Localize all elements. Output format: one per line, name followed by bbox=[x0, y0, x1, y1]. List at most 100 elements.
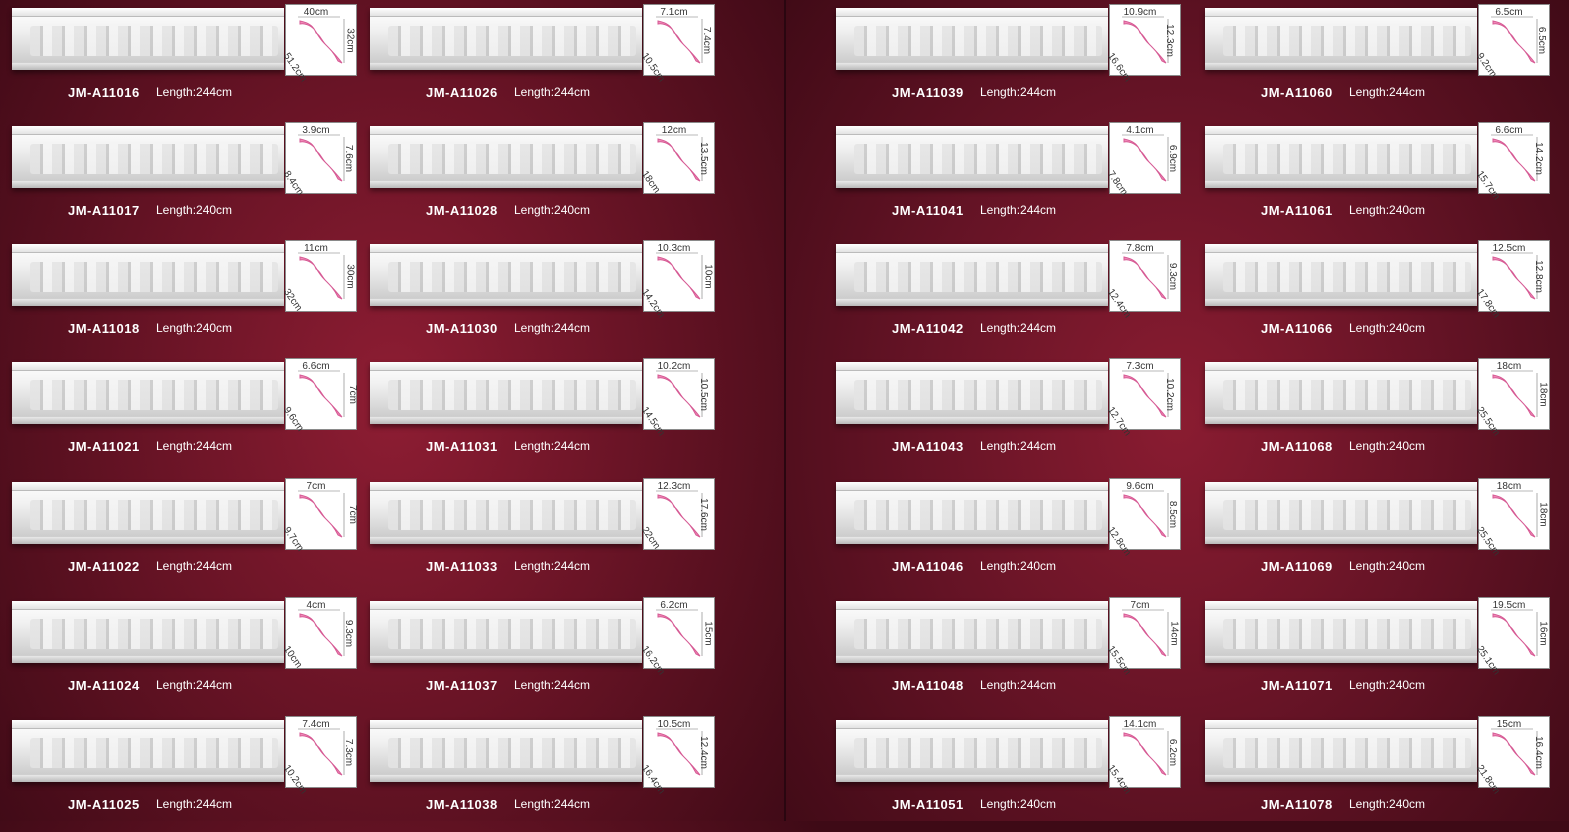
product-card[interactable]: 10.5cm 12.4cm 16.4cm JM-A11038 Length:24… bbox=[364, 714, 734, 832]
product-card[interactable]: 10.9cm 12.3cm 16.6cm JM-A11039 Length:24… bbox=[830, 2, 1200, 120]
product-length: Length:244cm bbox=[980, 321, 1057, 335]
dimension-width: 6.6cm bbox=[302, 361, 330, 372]
product-card[interactable]: 11cm 30cm 32cm JM-A11018 Length:240cm bbox=[6, 238, 376, 356]
product-card[interactable]: 18cm 18cm 25.5cm JM-A11069 Length:240cm bbox=[1199, 476, 1569, 594]
product-card[interactable]: 6.2cm 15cm 16.2cm JM-A11037 Length:244cm bbox=[364, 595, 734, 713]
product-card[interactable]: 10.2cm 10.5cm 14.5cm JM-A11031 Length:24… bbox=[364, 356, 734, 474]
product-length: Length:244cm bbox=[156, 439, 233, 453]
product-card[interactable]: 12.3cm 17.6cm 22cm JM-A11033 Length:244c… bbox=[364, 476, 734, 594]
product-caption: JM-A11041 Length:244cm bbox=[830, 200, 1120, 220]
profile-diagram: 10.2cm 10.5cm 14.5cm bbox=[639, 358, 715, 438]
profile-shape-icon bbox=[656, 370, 703, 418]
profile-shape-icon bbox=[298, 609, 345, 657]
product-caption: JM-A11048 Length:244cm bbox=[830, 675, 1120, 695]
product-length: Length:240cm bbox=[514, 203, 591, 217]
product-caption: JM-A11028 Length:240cm bbox=[364, 200, 654, 220]
molding-image bbox=[370, 126, 642, 188]
molding-image bbox=[836, 601, 1108, 663]
profile-diagram: 6.5cm 6.5cm 9.2cm bbox=[1474, 4, 1550, 80]
dimension-width: 9.6cm bbox=[1126, 481, 1154, 492]
product-card[interactable]: 10.3cm 10cm 14.2cm JM-A11030 Length:244c… bbox=[364, 238, 734, 356]
product-card[interactable]: 12cm 13.5cm 18cm JM-A11028 Length:240cm bbox=[364, 120, 734, 238]
dimension-height: 16.4cm bbox=[1533, 736, 1545, 769]
product-code: JM-A11041 bbox=[892, 202, 964, 218]
profile-diagram: 12cm 13.5cm 18cm bbox=[639, 122, 715, 195]
profile-diagram: 7.8cm 9.3cm 12.4cm bbox=[1105, 240, 1181, 320]
product-card[interactable]: 6.6cm 14.2cm 15.7cm JM-A11061 Length:240… bbox=[1199, 120, 1569, 238]
product-length: Length:244cm bbox=[514, 559, 591, 573]
product-card[interactable]: 14.1cm 6.2cm 15.4cm JM-A11051 Length:240… bbox=[830, 714, 1200, 832]
dimension-height: 17.6cm bbox=[698, 498, 710, 531]
product-length: Length:244cm bbox=[156, 85, 233, 99]
dimension-width: 6.5cm bbox=[1495, 7, 1523, 18]
product-card[interactable]: 6.5cm 6.5cm 9.2cm JM-A11060 Length:244cm bbox=[1199, 2, 1569, 120]
product-caption: JM-A11051 Length:240cm bbox=[830, 794, 1120, 814]
product-card[interactable]: 7.3cm 10.2cm 12.7cm JM-A11043 Length:244… bbox=[830, 356, 1200, 474]
product-card[interactable]: 6.6cm 7cm 9.6cm JM-A11021 Length:244cm bbox=[6, 356, 376, 474]
product-code: JM-A11043 bbox=[892, 438, 964, 454]
profile-shape-icon bbox=[1122, 252, 1169, 300]
product-card[interactable]: 4.1cm 6.9cm 7.8cm JM-A11041 Length:244cm bbox=[830, 120, 1200, 238]
product-length: Length:244cm bbox=[156, 559, 233, 573]
molding-image bbox=[12, 482, 284, 544]
product-card[interactable]: 9.6cm 8.5cm 12.8cm JM-A11046 Length:240c… bbox=[830, 476, 1200, 594]
product-card[interactable]: 7cm 7cm 9.7cm JM-A11022 Length:244cm bbox=[6, 476, 376, 594]
product-caption: JM-A11039 Length:244cm bbox=[830, 82, 1120, 102]
product-length: Length:244cm bbox=[514, 439, 591, 453]
profile-shape-icon bbox=[1491, 728, 1538, 776]
profile-shape-icon bbox=[1491, 252, 1538, 300]
profile-diagram: 6.6cm 14.2cm 15.7cm bbox=[1474, 122, 1550, 202]
profile-diagram: 3.9cm 7.6cm 8.4cm bbox=[281, 122, 357, 198]
product-caption: JM-A11024 Length:244cm bbox=[6, 675, 296, 695]
product-card[interactable]: 18cm 18cm 25.5cm JM-A11068 Length:240cm bbox=[1199, 356, 1569, 474]
product-length: Length:244cm bbox=[514, 678, 591, 692]
product-card[interactable]: 3.9cm 7.6cm 8.4cm JM-A11017 Length:240cm bbox=[6, 120, 376, 238]
molding-image bbox=[1205, 8, 1477, 70]
dimension-width: 6.2cm bbox=[660, 600, 688, 611]
product-code: JM-A11038 bbox=[426, 796, 498, 812]
product-code: JM-A11060 bbox=[1261, 84, 1333, 100]
molding-image bbox=[836, 126, 1108, 188]
product-code: JM-A11033 bbox=[426, 558, 498, 574]
product-code: JM-A11078 bbox=[1261, 796, 1333, 812]
product-card[interactable]: 7.8cm 9.3cm 12.4cm JM-A11042 Length:244c… bbox=[830, 238, 1200, 356]
product-card[interactable]: 4cm 9.3cm 10cm JM-A11024 Length:244cm bbox=[6, 595, 376, 713]
product-card[interactable]: 7.4cm 7.3cm 10.2cm JM-A11025 Length:244c… bbox=[6, 714, 376, 832]
dimension-height: 14.2cm bbox=[1533, 142, 1545, 175]
dimension-width: 12.3cm bbox=[657, 481, 691, 492]
dimension-height: 9.3cm bbox=[1166, 262, 1178, 291]
product-code: JM-A11026 bbox=[426, 84, 498, 100]
product-code: JM-A11051 bbox=[892, 796, 964, 812]
molding-image bbox=[12, 601, 284, 663]
molding-image bbox=[370, 8, 642, 70]
dimension-height: 6.9cm bbox=[1166, 144, 1178, 173]
profile-diagram: 10.5cm 12.4cm 16.4cm bbox=[639, 716, 715, 796]
product-card[interactable]: 7.1cm 7.4cm 10.5cm JM-A11026 Length:244c… bbox=[364, 2, 734, 120]
dimension-width: 40cm bbox=[303, 7, 329, 18]
profile-diagram: 19.5cm 16cm 25.1cm bbox=[1474, 597, 1550, 677]
product-length: Length:240cm bbox=[1349, 797, 1426, 811]
profile-shape-icon bbox=[1122, 370, 1169, 418]
dimension-width: 7cm bbox=[306, 481, 326, 492]
product-caption: JM-A11068 Length:240cm bbox=[1199, 436, 1489, 456]
dimension-height: 7.3cm bbox=[342, 738, 354, 767]
product-code: JM-A11037 bbox=[426, 677, 498, 693]
dimension-width: 18cm bbox=[1496, 481, 1522, 492]
product-card[interactable]: 12.5cm 12.8cm 17.8cm JM-A11066 Length:24… bbox=[1199, 238, 1569, 356]
dimension-width: 10.5cm bbox=[657, 719, 691, 730]
product-caption: JM-A11038 Length:244cm bbox=[364, 794, 654, 814]
profile-diagram: 11cm 30cm 32cm bbox=[281, 240, 357, 313]
product-card[interactable]: 15cm 16.4cm 21.8cm JM-A11078 Length:240c… bbox=[1199, 714, 1569, 832]
dimension-width: 7.3cm bbox=[1126, 361, 1154, 372]
product-caption: JM-A11017 Length:240cm bbox=[6, 200, 296, 220]
product-card[interactable]: 40cm 32cm 51.2cm JM-A11016 Length:244cm bbox=[6, 2, 376, 120]
product-card[interactable]: 19.5cm 16cm 25.1cm JM-A11071 Length:240c… bbox=[1199, 595, 1569, 713]
product-length: Length:240cm bbox=[1349, 439, 1426, 453]
profile-shape-icon bbox=[1122, 134, 1169, 182]
profile-shape-icon bbox=[298, 728, 345, 776]
dimension-height: 15cm bbox=[702, 621, 714, 646]
product-card[interactable]: 7cm 14cm 15.5cm JM-A11048 Length:244cm bbox=[830, 595, 1200, 713]
product-length: Length:240cm bbox=[1349, 678, 1426, 692]
product-caption: JM-A11031 Length:244cm bbox=[364, 436, 654, 456]
dimension-height: 12.4cm bbox=[698, 736, 710, 769]
